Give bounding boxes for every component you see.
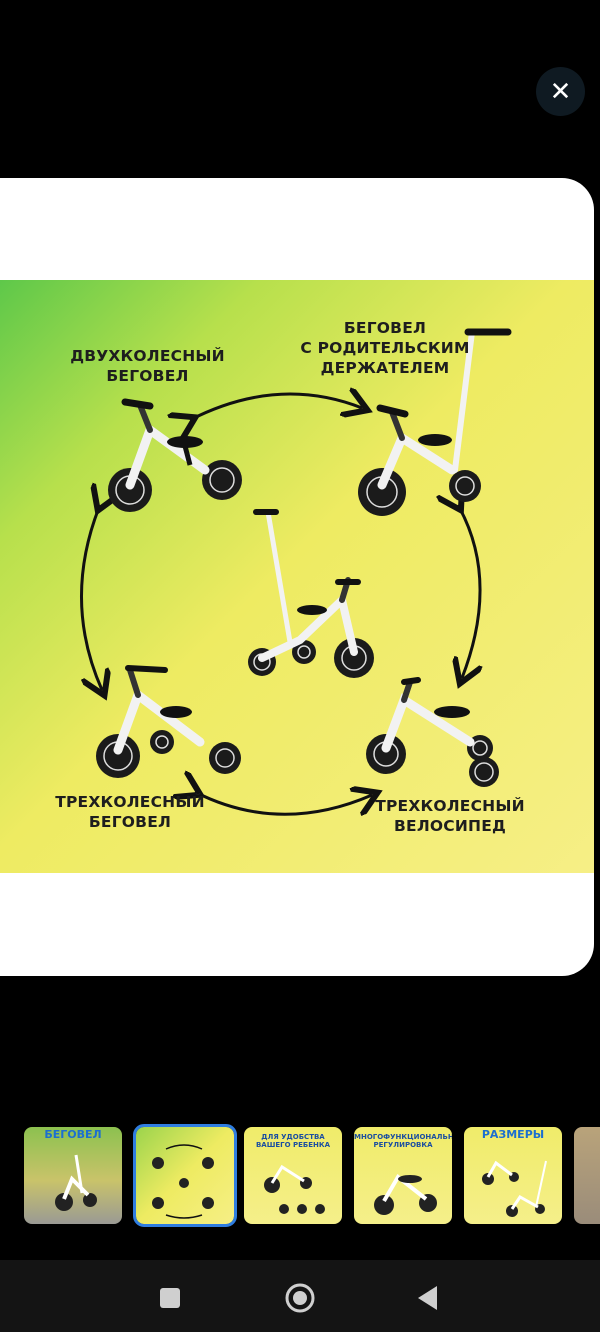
label-parent-handle: БЕГОВЕЛ С РОДИТЕЛЬСКИМ ДЕРЖАТЕЛЕМ (300, 319, 470, 377)
thumb-sizes-icon (482, 1160, 547, 1217)
thumbnail-2[interactable] (133, 1124, 237, 1227)
thumbnail-5[interactable]: РАЗМЕРЫ (464, 1127, 562, 1224)
bike-parent-handle (358, 328, 512, 516)
thumb-bike-icon (55, 1154, 97, 1211)
label-three-wheel-bicycle: ТРЕХКОЛЕСНЫЙ ВЕЛОСИПЕД (375, 797, 525, 835)
bike-two-wheel (108, 398, 242, 512)
system-navbar (0, 1260, 600, 1332)
bike-diagram (80, 328, 512, 873)
thumb-adjust-icon (374, 1174, 437, 1215)
square-icon[interactable] (152, 1280, 188, 1316)
thumb-diagram-icon (152, 1144, 214, 1219)
thumbnail-1[interactable]: БЕГОВЕЛ (24, 1127, 122, 1224)
thumbnail-4[interactable]: МНОГОФУНКЦИОНАЛЬНАЯ РЕГУЛИРОВКА (354, 1127, 452, 1224)
arrow-left (80, 505, 102, 690)
bike-three-wheel-bicycle (366, 677, 499, 787)
thumbnail-6-partial[interactable] (574, 1127, 600, 1224)
circle-icon[interactable] (282, 1280, 318, 1316)
label-three-wheel-balance: ТРЕХКОЛЕСНЫЙ БЕГОВЕЛ (55, 793, 205, 831)
bike-center (248, 509, 374, 678)
label-two-wheel: ДВУХКОЛЕСНЫЙ БЕГОВЕЛ (70, 347, 225, 385)
arrow-bottom (195, 792, 372, 814)
close-icon: ✕ (549, 76, 572, 107)
thumbnail-3[interactable]: ДЛЯ УДОБСТВА ВАШЕГО РЕБЕНКА (244, 1127, 342, 1224)
arrow-top (190, 394, 362, 420)
product-image: ДВУХКОЛЕСНЫЙ БЕГОВЕЛ БЕГОВЕЛ С РОДИТЕЛЬС… (0, 280, 594, 873)
thumb-features-icon (264, 1164, 325, 1214)
triangle-back-icon[interactable] (410, 1280, 446, 1316)
thumbnail-strip[interactable]: БЕГОВЕЛ ДЛЯ УДОБСТВА ВАШЕГО РЕБЕНКА МНОГ… (0, 1124, 600, 1227)
image-card[interactable]: ДВУХКОЛЕСНЫЙ БЕГОВЕЛ БЕГОВЕЛ С РОДИТЕЛЬС… (0, 178, 594, 976)
bike-three-wheel-balance (96, 665, 241, 778)
arrow-right (458, 505, 480, 678)
close-button[interactable]: ✕ (536, 67, 585, 116)
